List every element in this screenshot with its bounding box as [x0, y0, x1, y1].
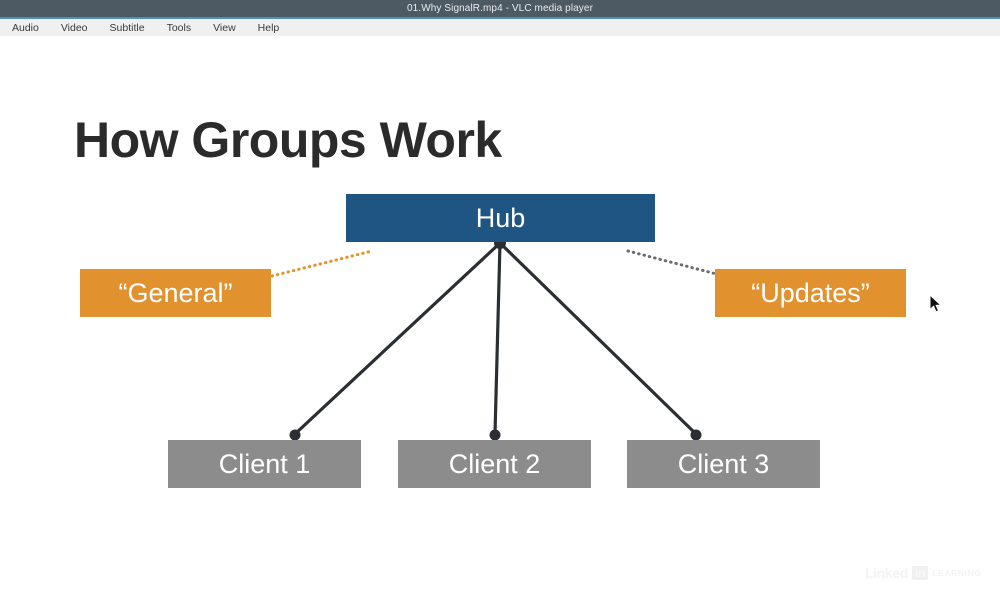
line-hub-client2 — [493, 242, 502, 435]
menu-tools[interactable]: Tools — [166, 21, 192, 34]
menu-subtitle[interactable]: Subtitle — [109, 21, 145, 34]
node-client-1-label: Client 1 — [218, 448, 311, 479]
node-group-general: “General” — [80, 269, 271, 317]
menu-audio[interactable]: Audio — [12, 21, 39, 34]
node-client-2: Client 2 — [398, 440, 591, 488]
dot-client1 — [289, 429, 301, 441]
node-hub: Hub — [346, 194, 655, 242]
dot-client2 — [489, 429, 501, 441]
node-client-3-label: Client 3 — [677, 448, 770, 479]
title-bar-accent — [0, 17, 1000, 19]
hub-client-lines — [293, 241, 698, 436]
menu-view[interactable]: View — [213, 21, 236, 34]
node-client-3: Client 3 — [627, 440, 820, 488]
linkedin-learning-watermark: Linked in LEARNING — [865, 565, 982, 581]
watermark-linked-text: Linked — [865, 565, 908, 581]
node-group-updates: “Updates” — [715, 269, 906, 317]
title-bar: 01.Why SignalR.mp4 - VLC media player — [0, 0, 1000, 17]
line-general-hub — [270, 249, 374, 278]
watermark-in-badge: in — [911, 566, 929, 580]
node-group-updates-label: “Updates” — [751, 277, 870, 308]
node-group-general-label: “General” — [118, 277, 233, 308]
node-client-2-label: Client 2 — [448, 448, 541, 479]
node-client-1: Client 1 — [168, 440, 361, 488]
slide-title: How Groups Work — [74, 112, 502, 168]
mouse-cursor-icon — [929, 294, 943, 313]
menu-bar: Audio Video Subtitle Tools View Help — [0, 19, 1000, 36]
dot-client3 — [690, 429, 702, 441]
video-canvas[interactable]: How Groups Work Hub — [0, 36, 1000, 599]
menu-video[interactable]: Video — [60, 21, 88, 34]
diagram-connectors — [270, 237, 730, 441]
window-title: 01.Why SignalR.mp4 - VLC media player — [407, 3, 593, 14]
node-hub-label: Hub — [475, 202, 526, 233]
watermark-learning-text: LEARNING — [932, 568, 982, 578]
menu-help[interactable]: Help — [257, 21, 280, 34]
line-hub-client1 — [293, 241, 502, 436]
line-updates-hub — [626, 249, 730, 279]
line-hub-client3 — [498, 241, 698, 436]
